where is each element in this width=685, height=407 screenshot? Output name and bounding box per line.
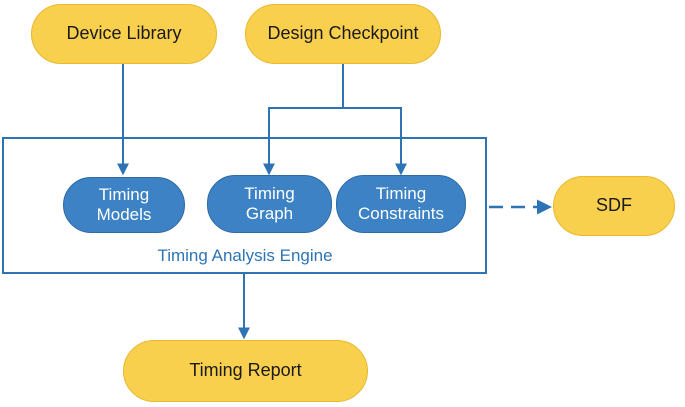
timing-report-label: Timing Report xyxy=(189,360,302,381)
timing-constraints-line-1: Timing xyxy=(375,183,427,203)
timing-models-line-1: Timing xyxy=(98,184,150,204)
timing-report-node: Timing Report xyxy=(123,340,368,402)
timing-analysis-engine-box xyxy=(2,137,487,274)
arrow-design-checkpoint-to-constraints xyxy=(343,107,407,176)
timing-constraints-line-2: Constraints xyxy=(358,204,444,223)
timing-analysis-engine-label: Timing Analysis Engine xyxy=(157,246,333,265)
timing-graph-node: Timing Graph xyxy=(207,175,332,233)
timing-constraints-node: Timing Constraints xyxy=(336,175,466,233)
design-checkpoint-node: Design Checkpoint xyxy=(245,4,441,64)
timing-models-line-2: Models xyxy=(96,205,152,224)
arrow-design-checkpoint-trunk xyxy=(263,63,344,176)
timing-models-node: Timing Models xyxy=(63,177,185,233)
sdf-node: SDF xyxy=(553,176,675,236)
sdf-label: SDF xyxy=(596,195,632,216)
device-library-label: Device Library xyxy=(66,23,182,44)
device-library-node: Device Library xyxy=(31,4,217,64)
timing-graph-line-1: Timing xyxy=(244,183,295,203)
timing-graph-line-2: Graph xyxy=(245,204,294,223)
design-checkpoint-label: Design Checkpoint xyxy=(267,23,419,44)
